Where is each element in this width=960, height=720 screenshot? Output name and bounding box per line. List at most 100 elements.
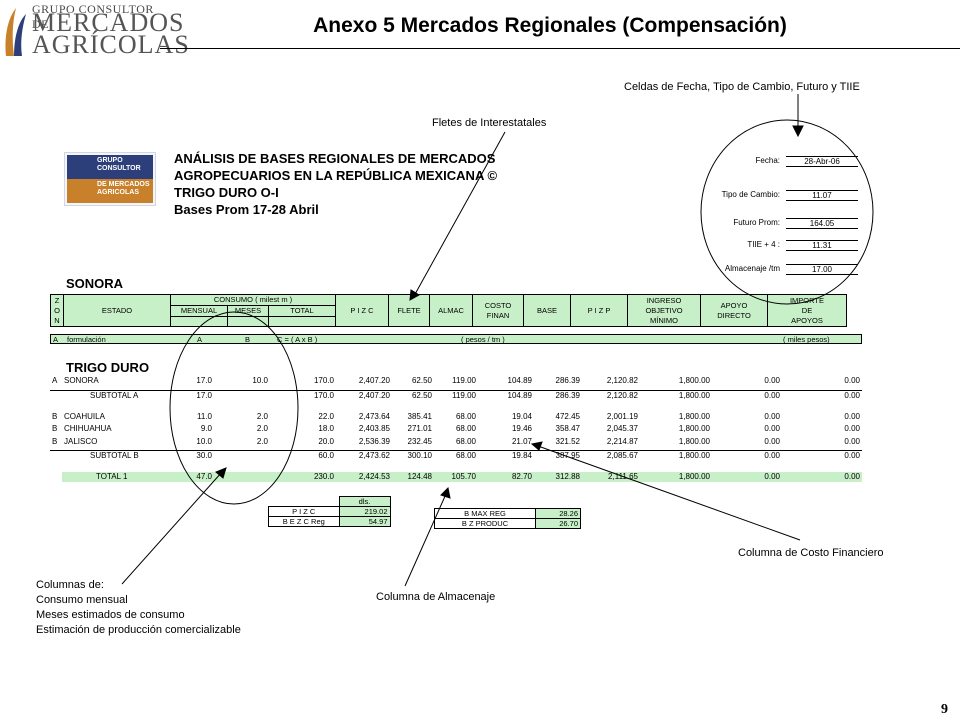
annotation-columnas: Columnas de: Consumo mensual Meses estim… [36, 578, 241, 638]
arrow-costo [537, 445, 801, 541]
header-ingreso-line: MÍNIMO [650, 315, 678, 325]
header-ingreso-line: INGRESO [646, 295, 682, 305]
cell-ingreso: 1,800.00 [678, 451, 710, 460]
cell-zona: B [52, 437, 58, 446]
title-divider [160, 48, 960, 49]
cell-almac: 119.00 [452, 376, 476, 385]
cell-base: 312.88 [555, 472, 580, 481]
cell-estado: JALISCO [64, 437, 98, 446]
header-pizp: P I Z P [570, 294, 628, 327]
cell-base: 358.47 [555, 424, 580, 433]
header-ingreso: INGRESO OBJETIVO MÍNIMO [627, 294, 701, 327]
cell-pizc: 2,424.53 [358, 472, 390, 481]
cell-meses: 2.0 [256, 424, 268, 433]
cell-pizc: 2,407.20 [358, 376, 390, 385]
cell-pizp: 2,214.87 [606, 437, 638, 446]
cell-flete: 62.50 [411, 376, 432, 385]
cell-total: 170.0 [313, 376, 334, 385]
cell-apoyo: 0.00 [764, 451, 780, 460]
field-value[interactable]: 17.00 [786, 264, 858, 275]
cell-flete: 385.41 [407, 412, 432, 421]
annotation-costo-financiero: Columna de Costo Financiero [738, 547, 884, 559]
summary-value: 26.70 [535, 518, 581, 529]
summary-left-table: dls. P I Z C 219.02 B E Z C Reg 54.97 [268, 496, 391, 527]
cell-meses: 10.0 [252, 376, 268, 385]
cell-almac: 68.00 [455, 424, 476, 433]
cell-almac: 68.00 [455, 437, 476, 446]
cell-costo: 104.89 [507, 391, 532, 400]
product-label: TRIGO DURO [66, 360, 150, 375]
field-label: Tipo de Cambio: [721, 190, 780, 199]
parameter-fields: Fecha: 28-Abr-06 Tipo de Cambio: 11.07 F… [700, 150, 870, 280]
cell-costo: 19.04 [511, 412, 532, 421]
field-value[interactable]: 11.31 [786, 240, 858, 251]
cell-importe: 0.00 [844, 412, 860, 421]
field-value[interactable]: 164.05 [786, 218, 858, 229]
cell-almac: 68.00 [455, 412, 476, 421]
cell-pizp: 2,045.37 [606, 424, 638, 433]
formula-miles: ( miles pesos) [783, 335, 830, 344]
cell-estado: SUBTOTAL B [90, 451, 139, 460]
field-value[interactable]: 28-Abr-06 [786, 156, 858, 167]
header-importe-line: DE [801, 305, 813, 315]
header-importe: IMPORTE DE APOYOS [767, 294, 847, 327]
cell-total: 230.0 [313, 472, 334, 481]
cell-pizc: 2,473.62 [358, 451, 390, 460]
header-flete: FLETE [388, 294, 430, 327]
cell-base: 286.39 [555, 376, 580, 385]
field-label: TIIE + 4 : [747, 240, 780, 249]
header-almac: ALMAC [429, 294, 473, 327]
formula-pesos: ( pesos / tm ) [461, 335, 505, 344]
cell-pizp: 2,085.67 [606, 451, 638, 460]
header-zona-letter: N [54, 315, 60, 325]
field-label: Futuro Prom: [733, 218, 780, 227]
document-title-line: TRIGO DURO O-I [174, 185, 279, 200]
cell-meses: 2.0 [256, 437, 268, 446]
cell-pizc: 2,473.64 [358, 412, 390, 421]
cell-total: 170.0 [313, 391, 334, 400]
cell-importe: 0.00 [844, 376, 860, 385]
cell-mensual: 47.0 [196, 472, 212, 481]
arrowhead-icon [440, 486, 451, 499]
header-apoyo-line: DIRECTO [717, 310, 751, 320]
header-apoyo: APOYO DIRECTO [700, 294, 768, 327]
annotation-columnas-line: Meses estimados de consumo [36, 609, 185, 621]
cell-mensual: 17.0 [196, 391, 212, 400]
cell-estado: COAHUILA [64, 412, 105, 421]
cell-estado: CHIHUAHUA [64, 424, 112, 433]
header-zona: Z O N [50, 294, 64, 327]
summary-right-table: B MAX REG 28.26 B Z PRODUC 26.70 [434, 508, 581, 529]
arrowhead-icon [792, 125, 804, 138]
field-value[interactable]: 11.07 [786, 190, 858, 201]
annotation-almacenaje: Columna de Almacenaje [376, 591, 496, 603]
cell-pizc: 2,403.85 [358, 424, 390, 433]
cell-mensual: 10.0 [196, 437, 212, 446]
document-logo-text: GRUPO [97, 157, 123, 164]
cell-apoyo: 0.00 [764, 391, 780, 400]
document-title: ANÁLISIS DE BASES REGIONALES DE MERCADOS… [174, 150, 497, 218]
arrow-fletes [413, 131, 506, 297]
cell-total: 22.0 [318, 412, 334, 421]
document-logo: GRUPO CONSULTOR DE MERCADOS AGRICOLAS [64, 152, 156, 206]
annotation-fields: Celdas de Fecha, Tipo de Cambio, Futuro … [624, 81, 860, 93]
cell-estado: SUBTOTAL A [90, 391, 139, 400]
region-label: SONORA [66, 276, 124, 291]
formula-zona: A [53, 335, 59, 344]
cell-flete: 124.48 [407, 472, 432, 481]
formula-label: formulación [67, 335, 106, 344]
cell-estado: TOTAL 1 [96, 472, 128, 481]
cell-estado: SONORA [64, 376, 99, 385]
cell-almac: 68.00 [455, 451, 476, 460]
arrow-almacenaje [404, 493, 447, 587]
cell-pizp: 2,120.82 [606, 391, 638, 400]
cell-ingreso: 1,800.00 [678, 391, 710, 400]
cell-pizc: 2,536.39 [358, 437, 390, 446]
cell-almac: 105.70 [451, 472, 476, 481]
header-costo: COSTO FINAN [472, 294, 524, 327]
annotation-columnas-line: Columnas de: [36, 579, 104, 591]
header-base: BASE [523, 294, 571, 327]
